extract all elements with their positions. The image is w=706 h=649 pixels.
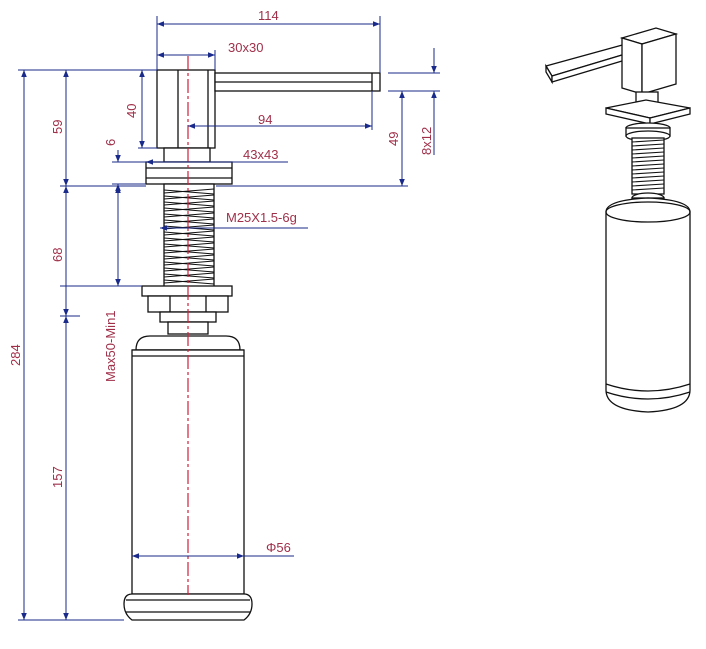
- dim-flange: 43x43: [243, 147, 278, 162]
- dim-total-height: 284: [8, 344, 23, 366]
- front-view: [123, 56, 381, 621]
- dimensions: 114 30x30 40 94 8x12 49 59 6: [8, 8, 440, 621]
- flange: [145, 161, 233, 185]
- dim-head: 30x30: [228, 40, 263, 55]
- dim-bottle-height: 157: [50, 466, 65, 488]
- dim-flange-thickness: 6: [103, 139, 118, 146]
- threaded-shank: [163, 183, 215, 289]
- dim-spout-drop: 49: [386, 132, 401, 146]
- dim-counter-thickness: Max50-Min1: [103, 310, 118, 382]
- dim-shank-length: 68: [50, 248, 65, 262]
- isometric-view: [545, 27, 691, 413]
- dim-total-width: 114: [258, 8, 279, 23]
- dim-spout-section: 8x12: [419, 127, 434, 155]
- pump-head: [156, 69, 216, 149]
- dim-upper-height: 59: [50, 120, 65, 134]
- dim-head-height: 40: [124, 104, 139, 118]
- lock-nut: [141, 285, 233, 297]
- dim-spout-length: 94: [258, 112, 272, 127]
- dim-thread: M25X1.5-6g: [226, 210, 297, 225]
- dim-bottle-diameter: Φ56: [266, 540, 291, 555]
